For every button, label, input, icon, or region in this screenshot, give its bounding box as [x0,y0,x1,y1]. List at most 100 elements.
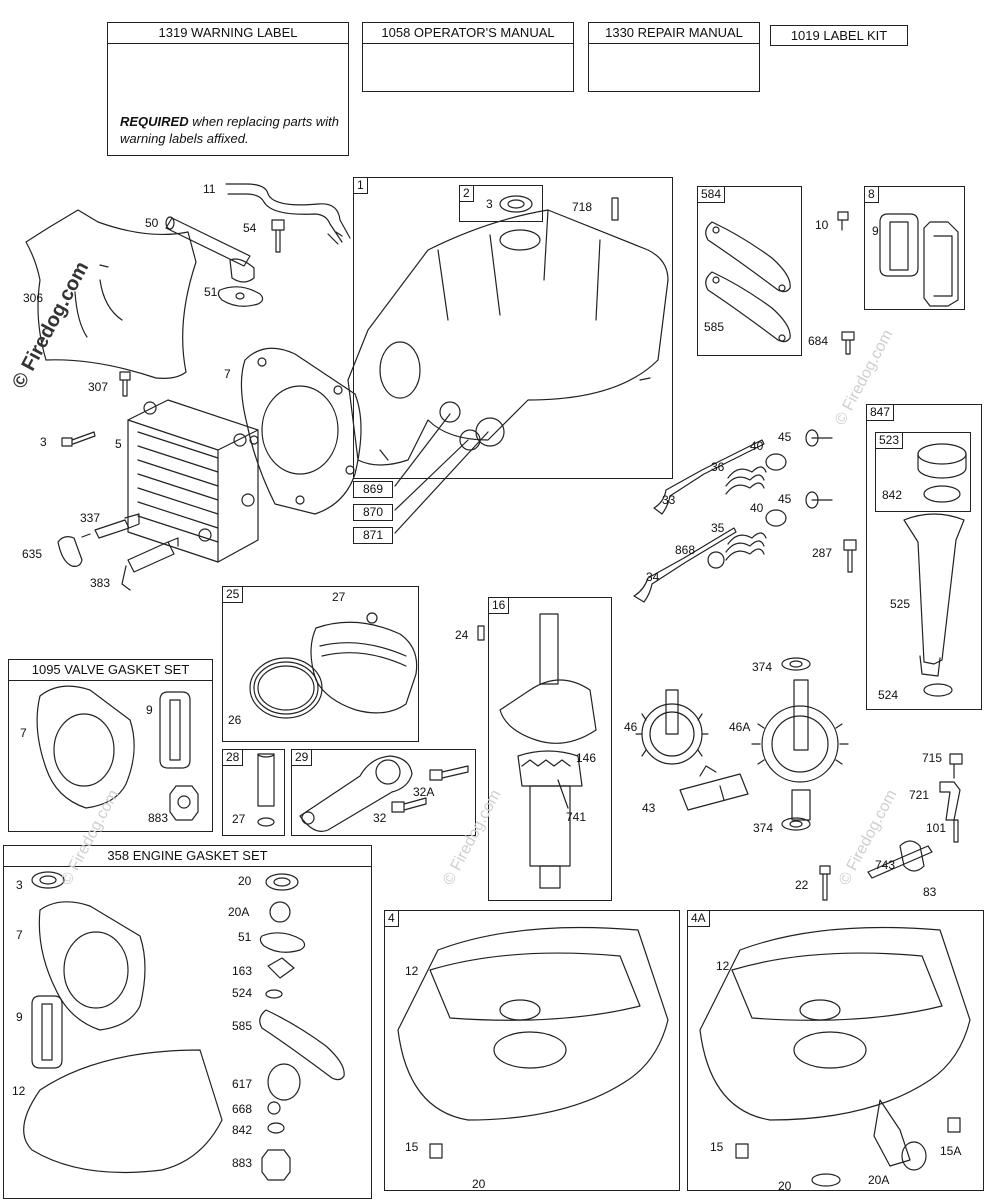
connector-635 [57,536,83,567]
valve-gasket-set-title: 1095 VALVE GASKET SET [9,660,212,681]
seal-group-box[interactable] [459,185,543,222]
bolt-32 [391,797,427,813]
crankcase-1 [347,209,669,534]
spring-36 [725,466,767,495]
egs-callout-12: 12 [12,1084,26,1098]
callout-718: 718 [572,200,593,214]
egs-callout-20: 20 [238,874,252,888]
spark-plug-337 [81,513,140,539]
callout-871: 871 [353,527,393,544]
dipstick-cap-box[interactable] [875,432,971,512]
heat-shield-306 [25,209,197,379]
sump4-callout-15: 15 [405,1140,419,1154]
screw-54 [271,219,285,253]
callout-3: 3 [40,435,47,449]
retainer-40b [765,509,787,527]
engine-gasket-set-title: 358 ENGINE GASKET SET [4,846,371,867]
crankshaft-16 [499,613,597,889]
washer-374a [781,657,811,671]
warning-label-box[interactable]: 1319 WARNING LABEL [107,22,349,156]
warning-label-title: 1319 WARNING LABEL [108,23,348,44]
callout-287: 287 [812,546,833,560]
piston-group-box[interactable] [222,586,419,742]
sump4a-callout-15: 15 [710,1140,724,1154]
egs-oring-617 [267,1063,301,1101]
pin-101 [953,819,959,843]
valve-gasket-set-box[interactable]: 1095 VALVE GASKET SET [8,659,213,832]
vgs-callout-9: 9 [146,703,153,717]
egs-callout-9: 9 [16,1010,23,1024]
gasket-584 [705,221,791,343]
wrist-pin-group-box[interactable] [222,749,285,836]
pin-718 [611,197,619,221]
egs-callout-3: 3 [16,878,23,892]
sump4-callout-20: 20 [472,1177,486,1191]
wrist-pin-27 [257,753,275,807]
engine-gasket-set-box[interactable]: 358 ENGINE GASKET SET [3,845,372,1199]
egs-callout-51: 51 [238,930,252,944]
cylinder-head-5 [127,399,259,563]
breather-gasket-9 [879,213,919,277]
governor-743 [867,840,933,879]
egs-callout-524: 524 [232,986,253,1000]
connecting-rod-group-box[interactable] [291,749,476,836]
callout-10: 10 [815,218,829,232]
sump-4-box[interactable] [384,910,680,1191]
gasket-584-box[interactable] [697,186,802,356]
cam-gear-46a [751,679,849,821]
crankcase-group-box[interactable] [353,177,673,479]
egs-callout-163: 163 [232,964,253,978]
egs-callout-842: 842 [232,1123,253,1137]
callout-22: 22 [795,878,809,892]
vgs-callout-883: 883 [148,811,169,825]
callout-2-3: 3 [486,197,493,211]
screw-10 [837,211,849,231]
callout-24: 24 [455,628,469,642]
egs-oring-668 [267,1101,281,1115]
callout-26: 26 [228,713,242,727]
screw-715 [949,753,963,779]
breather-group-box[interactable] [864,186,965,310]
sump4a-callout-15a: 15A [940,1144,962,1158]
callout-101: 101 [926,821,947,835]
spring-383 [121,537,179,591]
callout-7: 7 [224,367,231,381]
bracket-721 [939,781,961,821]
egs-breather-gasket-9 [31,995,63,1069]
sump-4a-box[interactable] [687,910,984,1191]
operators-manual-box[interactable]: 1058 OPERATOR'S MANUAL [362,22,574,92]
sump4a-callout-20: 20 [778,1179,792,1193]
washer-374b [781,817,811,831]
cap-45b [805,491,833,509]
repair-manual-box[interactable]: 1330 REPAIR MANUAL [588,22,760,92]
sump-4a [699,926,971,1167]
egs-callout-668: 668 [232,1102,253,1116]
egs-gasket-883 [261,1149,291,1181]
repair-manual-title: 1330 REPAIR MANUAL [589,23,759,44]
egs-ring-842 [267,1122,285,1134]
group-tag-8: 8 [864,186,879,203]
callout-870: 870 [353,504,393,521]
callout-684: 684 [808,334,829,348]
callout-50: 50 [145,216,159,230]
callout-743: 743 [875,858,896,872]
dipstick-group-box[interactable] [866,404,982,710]
leader-741 [557,779,569,809]
callout-868: 868 [675,543,696,557]
callout-741: 741 [566,810,587,824]
valve-34 [633,527,737,603]
callout-34: 34 [646,570,660,584]
vgs-breather-gasket-9 [159,691,191,769]
sump4a-plug-15a [947,1117,961,1133]
breather-cover [923,221,959,307]
egs-seal-20a [269,901,291,923]
crankshaft-group-box[interactable] [488,597,612,901]
label-kit-box[interactable]: 1019 LABEL KIT [770,25,908,46]
sump4a-callout-12: 12 [716,959,730,973]
callout-715: 715 [922,751,943,765]
egs-callout-20a: 20A [228,905,250,919]
egs-gasket-585 [259,1009,345,1081]
group-tag-847: 847 [866,404,895,421]
cam-gear-46 [635,689,709,765]
